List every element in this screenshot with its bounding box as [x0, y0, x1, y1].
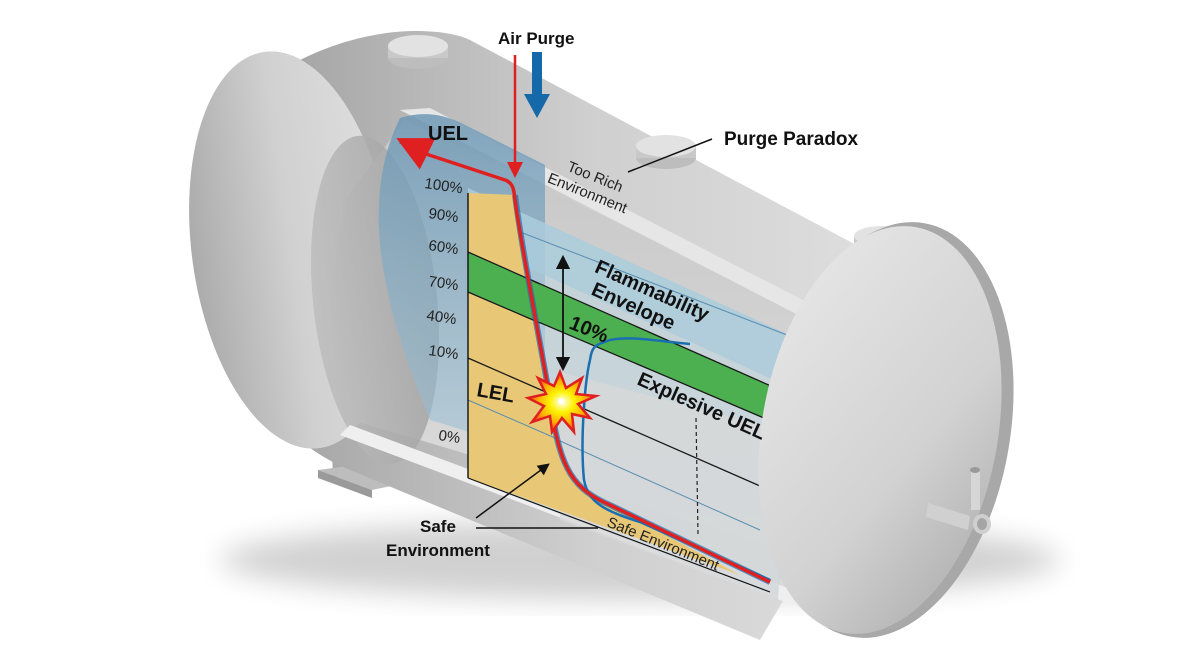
tick-70: 70% [427, 273, 459, 294]
air-purge-arrows [507, 52, 550, 178]
purge-paradox-label: Purge Paradox [724, 129, 859, 150]
purge-paradox-leader [627, 138, 713, 173]
safe-env-callout-line2: Environment [386, 541, 490, 560]
uel-label: UEL [428, 123, 468, 145]
explosion-burst-icon [524, 368, 601, 436]
red-curve [419, 150, 771, 584]
safe-env-arrow-icon [475, 463, 550, 519]
red-uel-arrow-icon [396, 138, 436, 170]
air-purge-label: Air Purge [498, 29, 575, 48]
blue-curve-lower [581, 359, 771, 582]
nozzle-1 [388, 35, 448, 69]
tick-60: 60% [427, 237, 459, 258]
tick-40: 40% [425, 307, 457, 328]
tick-10: 10% [427, 342, 459, 363]
air-purge-arrow-icon [524, 94, 550, 118]
air-purge-arrow-shaft [532, 52, 542, 96]
y-axis-ticks: 100% 90% 60% 70% 40% 10% 0% [423, 175, 463, 447]
nozzle-2 [636, 135, 696, 169]
tick-100: 100% [423, 175, 463, 197]
right-end-cap [758, 222, 1014, 638]
red-purge-arrow-icon [507, 162, 523, 178]
tick-0: 0% [437, 427, 461, 447]
tick-90: 90% [427, 205, 459, 226]
blue-curve-upper [588, 337, 691, 361]
safe-zone [468, 193, 740, 575]
chart-panel [467, 188, 801, 600]
side-pipe-fitting [926, 467, 991, 534]
safe-env-callout-line1: Safe [420, 517, 456, 536]
